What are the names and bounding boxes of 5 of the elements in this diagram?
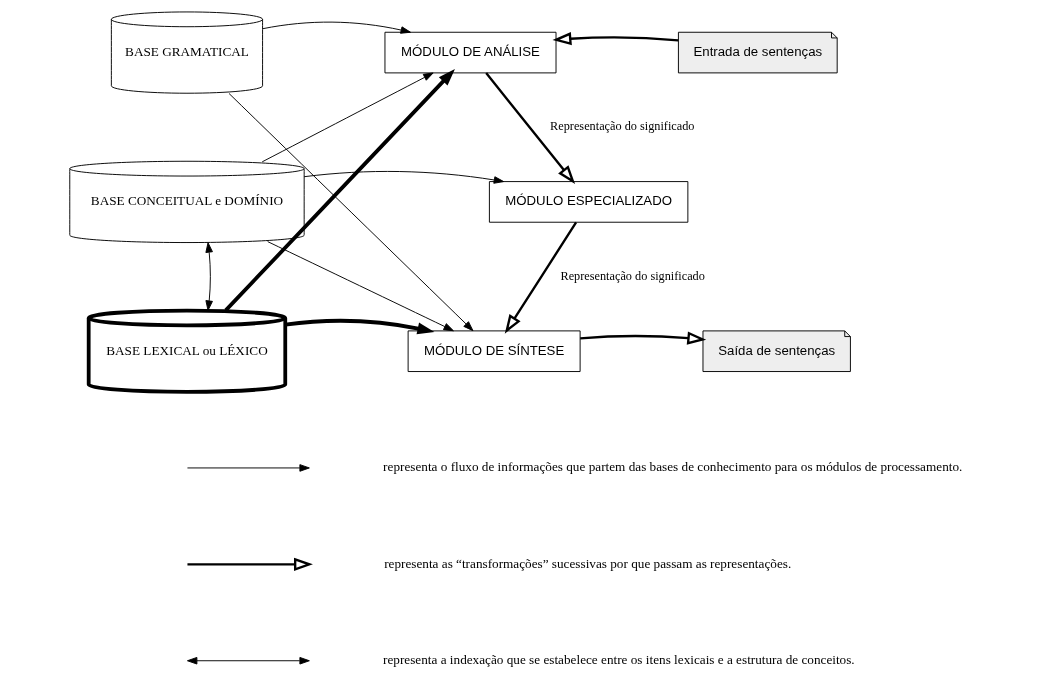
legend-label: representa a indexação que se estabelece entre os itens lexicais e a estrutura de conceitos. xyxy=(382,652,855,668)
edge-label: Representação do significado xyxy=(549,119,694,134)
legend-label: representa as “transformações” sucessivas por que passam as representações. xyxy=(383,555,791,571)
legend-label: representa o fluxo de informações que partem das bases de conhecimento para os módulos de processamento. xyxy=(382,459,962,475)
edge-label: Representação do significado xyxy=(559,268,705,283)
